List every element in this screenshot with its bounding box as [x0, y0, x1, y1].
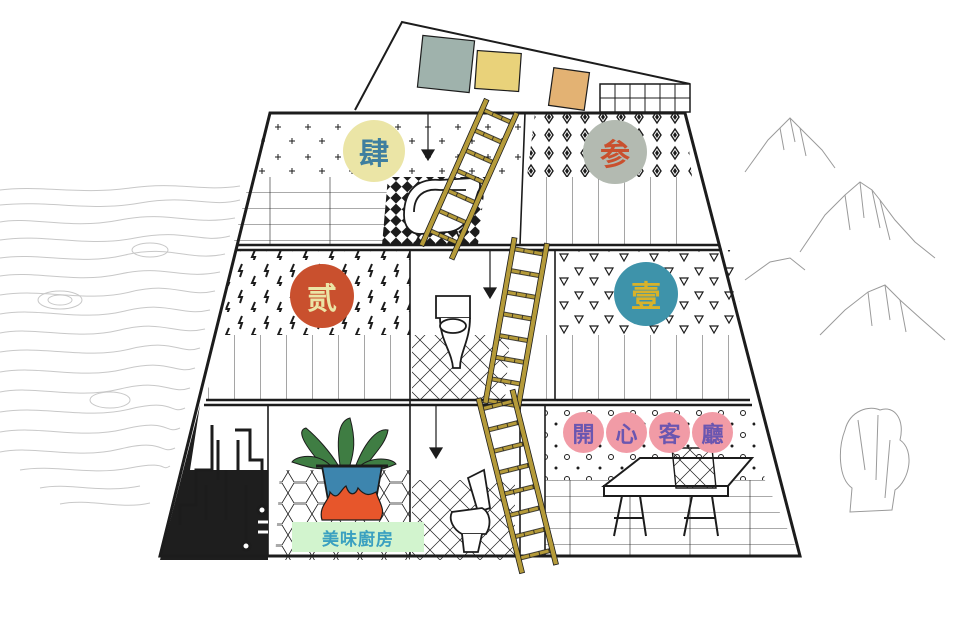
living-room-char-text: 心 — [615, 417, 637, 449]
living-room-char: 客 — [649, 412, 690, 453]
living-room-char-text: 開 — [572, 417, 594, 449]
living-room-char: 廳 — [692, 412, 733, 453]
kitchen-label-text: 美味廚房 — [322, 525, 394, 550]
floor-badge-2: 贰 — [290, 264, 354, 328]
floor-badge-3: 参 — [583, 120, 647, 184]
floor-badge-4-text: 肆 — [359, 129, 389, 173]
mountain-icon — [745, 118, 945, 512]
living-room-char-text: 廳 — [701, 417, 723, 449]
floor-badge-1-text: 壹 — [631, 272, 661, 316]
living-room-char: 心 — [606, 412, 647, 453]
floor-badge-1: 壹 — [614, 262, 678, 326]
living-room-label: 開 心 客 廳 — [563, 412, 733, 453]
floor-badge-4: 肆 — [343, 120, 405, 182]
laundry-line-icon — [355, 22, 690, 112]
kitchen-label: 美味廚房 — [292, 522, 424, 552]
floor-badge-2-text: 贰 — [307, 274, 337, 318]
floor-badge-3-text: 参 — [600, 130, 630, 174]
living-room-char: 開 — [563, 412, 604, 453]
living-room-char-text: 客 — [658, 417, 680, 449]
